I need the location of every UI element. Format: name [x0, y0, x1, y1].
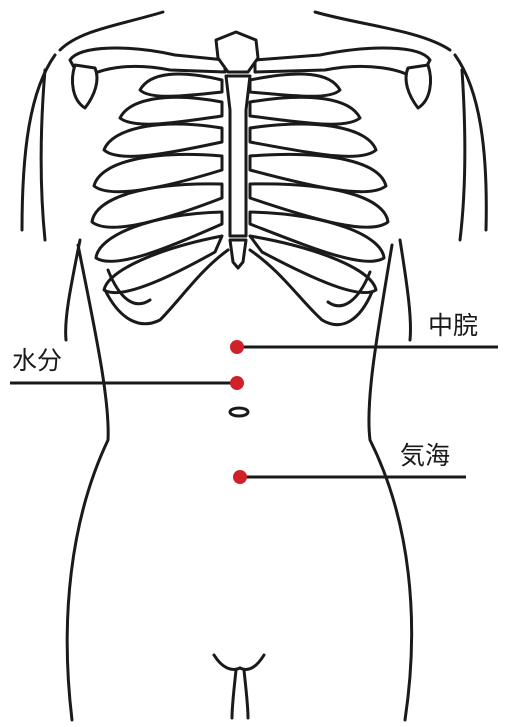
acupoint-marker-zhongwan[interactable] — [230, 340, 244, 354]
rib-left-2 — [120, 97, 222, 124]
left-scapula — [72, 65, 96, 108]
acupoint-marker-shuifen[interactable] — [230, 376, 244, 390]
left-arm-inner — [41, 70, 45, 240]
rib-right-2 — [250, 97, 360, 124]
manubrium — [216, 32, 258, 72]
neck-line-right — [315, 12, 450, 50]
rib-left-1 — [140, 74, 222, 96]
xiphoid — [230, 240, 246, 268]
left-arm-line — [66, 240, 80, 340]
label-zhongwan: 中脘 — [428, 313, 478, 338]
right-arm-outer — [455, 55, 486, 230]
left-side-torso — [67, 245, 108, 720]
rib-right-1 — [250, 74, 340, 96]
label-qihai: 気海 — [400, 443, 450, 468]
body-outline — [22, 12, 486, 720]
rib-left-3 — [104, 124, 222, 156]
acupoints — [230, 340, 247, 484]
groin-line-right — [244, 670, 248, 718]
groin-left — [214, 655, 240, 669]
groin-right — [240, 655, 264, 669]
right-arm-inner — [460, 70, 465, 240]
label-shuifen: 水分 — [12, 348, 62, 373]
groin-line-left — [232, 670, 236, 718]
right-arm-line — [400, 240, 411, 340]
acupoint-marker-qihai[interactable] — [233, 470, 247, 484]
rib-right-3 — [250, 124, 376, 156]
rib-cage — [70, 32, 431, 325]
right-side-torso — [369, 245, 412, 720]
sternum-body — [226, 76, 250, 236]
right-scapula — [406, 65, 430, 108]
left-arm-outer — [22, 55, 55, 230]
navel — [230, 408, 248, 416]
neck-line-left — [60, 12, 163, 50]
